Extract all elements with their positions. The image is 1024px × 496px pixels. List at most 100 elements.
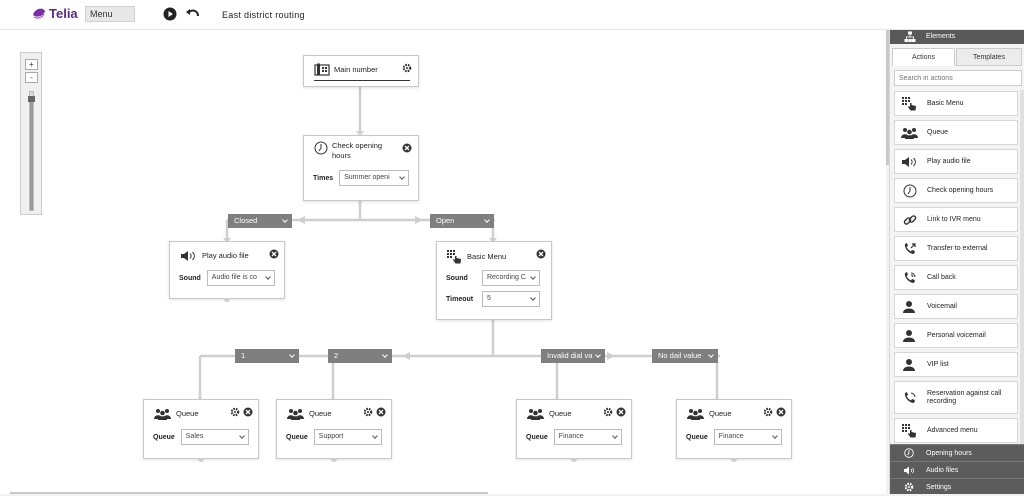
gear-icon[interactable] xyxy=(363,407,373,417)
branch-open-select[interactable]: Open xyxy=(430,214,494,228)
telia-logo[interactable]: Telia xyxy=(32,6,78,21)
gear-icon[interactable] xyxy=(763,407,773,417)
node-title-line1: Check opening xyxy=(332,141,383,150)
queue-select[interactable]: Support xyxy=(313,429,382,445)
bar-label: Audio files xyxy=(926,467,959,474)
zoom-out-button[interactable]: - xyxy=(25,72,38,83)
action-personal-voicemail[interactable]: Personal voicemail xyxy=(894,323,1018,348)
output-connector[interactable] xyxy=(571,458,577,462)
zoom-in-button[interactable]: + xyxy=(25,59,38,70)
times-label: Times xyxy=(313,174,334,182)
node-title: Queue xyxy=(549,409,572,418)
branch-closed-select[interactable]: Closed xyxy=(228,214,292,228)
close-icon[interactable] xyxy=(243,407,253,417)
action-play-audio-file[interactable]: Play audio file xyxy=(894,149,1018,174)
branch-option-2-select[interactable]: 2 xyxy=(328,349,392,363)
action-check-opening-hours[interactable]: Check opening hours xyxy=(894,178,1018,203)
horizontal-scrollbar[interactable] xyxy=(10,492,488,494)
action-basic-menu[interactable]: Basic Menu xyxy=(894,91,1018,116)
queue-select[interactable]: Finance xyxy=(553,429,622,445)
close-icon[interactable] xyxy=(269,249,279,259)
play-icon[interactable] xyxy=(163,7,177,21)
zoom-control: + - xyxy=(20,52,42,215)
vertical-scrollbar[interactable] xyxy=(886,30,889,165)
action-vip-list[interactable]: VIP list xyxy=(894,352,1018,377)
person-icon xyxy=(903,358,915,371)
undo-icon[interactable] xyxy=(185,7,200,21)
search-actions-input[interactable] xyxy=(894,70,1022,86)
close-icon[interactable] xyxy=(402,143,412,153)
gear-icon[interactable] xyxy=(402,63,412,73)
tab-actions[interactable]: Actions xyxy=(892,48,955,66)
node-queue-support[interactable]: Queue Queue Support xyxy=(276,399,392,462)
bar-label: Settings xyxy=(926,484,952,491)
phone-icon xyxy=(314,63,330,76)
action-label: Personal voicemail xyxy=(927,331,986,339)
output-connector[interactable] xyxy=(224,298,230,302)
output-connector[interactable] xyxy=(198,458,204,462)
node-check-opening-hours[interactable]: Check opening hours Times Summer openi xyxy=(303,135,419,201)
node-title-line2: hours xyxy=(332,151,351,160)
close-icon[interactable] xyxy=(616,407,626,417)
queue-select[interactable]: Sales xyxy=(180,429,249,445)
node-main-number[interactable]: Main number xyxy=(303,55,419,87)
close-icon[interactable] xyxy=(536,249,546,259)
node-title: Queue xyxy=(176,409,199,418)
action-call-back[interactable]: Call back xyxy=(894,265,1018,290)
telia-pebble-icon xyxy=(33,8,45,19)
queue-label: Queue xyxy=(526,433,548,441)
action-advanced-menu[interactable]: Advanced menu xyxy=(894,418,1018,443)
panel-title: Elements xyxy=(926,33,956,40)
branch-invalid-dial-select[interactable]: Invalid dial va xyxy=(541,349,605,363)
timeout-label: Timeout xyxy=(446,295,474,303)
action-reservation-against-call-recording[interactable]: Reservation against call recording xyxy=(894,381,1018,414)
output-connector[interactable] xyxy=(731,458,737,462)
clock-icon xyxy=(314,141,328,155)
queue-icon xyxy=(901,127,918,139)
node-queue-finance-1[interactable]: Queue Queue Finance xyxy=(516,399,632,462)
close-icon[interactable] xyxy=(376,407,386,417)
timeout-select[interactable]: 5 xyxy=(482,291,540,307)
close-icon[interactable] xyxy=(776,407,786,417)
clock-icon xyxy=(904,448,914,458)
settings-bar[interactable]: Settings xyxy=(890,478,1024,494)
sound-label: Sound xyxy=(446,274,468,282)
sound-select[interactable]: Audio file is co xyxy=(206,270,275,286)
node-queue-finance-2[interactable]: Queue Queue Finance xyxy=(676,399,792,462)
queue-select[interactable]: Finance xyxy=(713,429,782,445)
gear-icon[interactable] xyxy=(230,407,240,417)
speaker-icon xyxy=(904,466,915,475)
queue-icon xyxy=(687,409,704,420)
zoom-slider-fill xyxy=(30,97,33,210)
action-label: Link to IVR menu xyxy=(927,215,981,223)
output-connector[interactable] xyxy=(331,458,337,462)
zoom-slider[interactable] xyxy=(28,91,35,211)
node-basic-menu[interactable]: Basic Menu Sound Recording C Timeout 5 xyxy=(436,241,552,320)
times-select[interactable]: Summer openi xyxy=(339,170,410,186)
bar-label: Opening hours xyxy=(926,450,972,457)
dialpad-icon xyxy=(447,250,461,264)
panel-header: Elements xyxy=(890,30,1024,44)
elements-panel: Elements Actions Templates Basic Menu Qu… xyxy=(889,30,1024,494)
branch-option-1-select[interactable]: 1 xyxy=(235,349,299,363)
branch-no-dial-select[interactable]: No dail value xyxy=(652,349,718,363)
action-queue[interactable]: Queue xyxy=(894,120,1018,145)
link-icon xyxy=(903,214,917,225)
transfer-icon xyxy=(904,242,916,254)
zoom-slider-handle[interactable] xyxy=(28,95,35,102)
sound-select[interactable]: Recording C xyxy=(482,270,540,286)
panel-scrollbar[interactable] xyxy=(1020,90,1024,446)
action-voicemail[interactable]: Voicemail xyxy=(894,294,1018,319)
action-label: Queue xyxy=(927,128,949,136)
audio-files-bar[interactable]: Audio files xyxy=(890,461,1024,478)
action-link-to-ivr-menu[interactable]: Link to IVR menu xyxy=(894,207,1018,232)
menu-button[interactable]: Menu xyxy=(85,6,135,22)
node-queue-sales[interactable]: Queue Queue Sales xyxy=(143,399,259,462)
tab-templates[interactable]: Templates xyxy=(956,48,1022,66)
action-transfer-to-external[interactable]: Transfer to external xyxy=(894,236,1018,261)
opening-hours-bar[interactable]: Opening hours xyxy=(890,444,1024,461)
callback-icon xyxy=(904,271,916,283)
node-play-audio-file[interactable]: Play audio file Sound Audio file is co xyxy=(169,241,285,302)
gear-icon[interactable] xyxy=(603,407,613,417)
node-title: Main number xyxy=(334,64,378,74)
